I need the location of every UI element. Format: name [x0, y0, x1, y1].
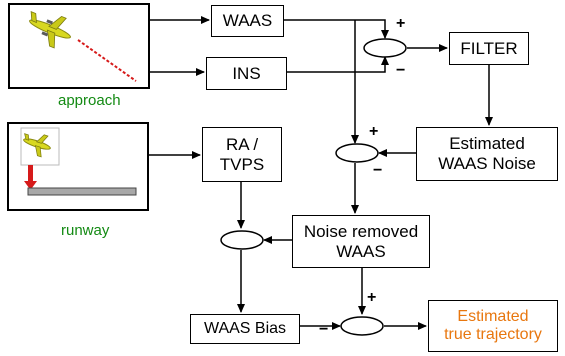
- sign-plus-1: +: [396, 15, 405, 32]
- sign-minus-2: −: [373, 162, 382, 179]
- filter-box: FILTER: [449, 32, 529, 65]
- sign-plus-4: +: [367, 289, 376, 306]
- runway-aircraft-icon: [20, 127, 137, 196]
- summing-junction-4: [340, 316, 384, 336]
- noise-removed-waas-label: Noise removed WAAS: [303, 221, 419, 261]
- estimated-true-trajectory-label: Estimated true trajectory: [444, 307, 542, 343]
- approach-caption: approach: [58, 92, 121, 109]
- summing-junction-1: [363, 38, 407, 58]
- ins-box: INS: [206, 57, 287, 90]
- runway-caption: runway: [61, 222, 110, 239]
- sign-minus-1: −: [396, 62, 405, 79]
- sign-minus-4: −: [319, 321, 328, 338]
- edge-ins-sum1: [287, 56, 389, 73]
- filter-label: FILTER: [460, 38, 518, 58]
- estimated-waas-noise-label: Estimated WAAS Noise: [438, 134, 536, 173]
- waas-box: WAAS: [211, 5, 284, 37]
- runway-image: [7, 122, 149, 211]
- summing-junction-3: [220, 230, 264, 250]
- waas-bias-box: WAAS Bias: [190, 314, 300, 344]
- ra-tvps-label: RA / TVPS: [219, 134, 265, 174]
- estimated-waas-noise-box: Estimated WAAS Noise: [416, 127, 558, 181]
- approach-image: [8, 3, 150, 89]
- waas-bias-label: WAAS Bias: [203, 319, 287, 337]
- ra-tvps-box: RA / TVPS: [202, 127, 282, 182]
- waas-label: WAAS: [222, 11, 273, 31]
- noise-removed-waas-box: Noise removed WAAS: [292, 215, 430, 268]
- edge-waas-sum1: [284, 19, 389, 39]
- summing-junction-2: [335, 143, 379, 163]
- sign-plus-2: +: [369, 123, 378, 140]
- approach-aircraft-icon: [29, 11, 137, 82]
- estimated-true-trajectory-box: Estimated true trajectory: [428, 300, 558, 352]
- ins-label: INS: [232, 63, 261, 83]
